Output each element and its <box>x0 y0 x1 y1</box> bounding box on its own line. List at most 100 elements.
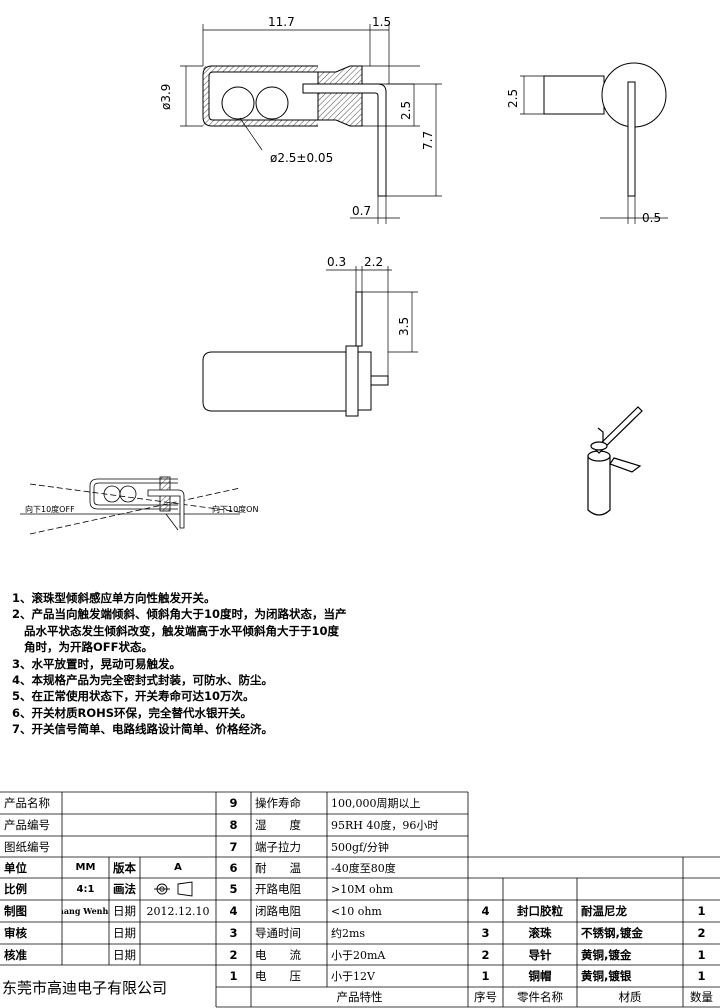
tilt-off-label: 向下10度OFF <box>25 504 75 514</box>
char-row-no: 1 <box>229 969 238 983</box>
part-row-no: 2 <box>481 947 490 962</box>
bottom-view <box>202 291 389 417</box>
note-line: 2、产品当向触发端倾斜、倾斜角大于10度时，为闭路状态，当产 <box>12 607 347 622</box>
note-line: 6、开关材质ROHS环保，完全替代水银开关。 <box>12 705 253 720</box>
part-row-qty: 1 <box>697 904 706 918</box>
scale-label: 比例 <box>4 882 27 896</box>
unit-label: 单位 <box>4 860 27 875</box>
char-row-value: 小于20mA <box>331 948 386 962</box>
note-line: 角时，为开路OFF状态。 <box>12 640 153 655</box>
table-grid <box>0 791 720 1008</box>
char-row-no: 9 <box>229 796 238 810</box>
bottom-dimensions <box>326 266 418 376</box>
product-no-label: 产品编号 <box>4 818 50 832</box>
review-label: 审核 <box>4 926 27 940</box>
char-row-value: 95RH 40度，96小时 <box>331 819 439 832</box>
notes: 1、滚珠型倾斜感应单方向性触发开关。 2、产品当向触发端倾斜、倾斜角大于10度时… <box>12 590 432 738</box>
drawing-no-label: 图纸编号 <box>4 839 50 854</box>
part-row-material: 耐温尼龙 <box>581 904 627 918</box>
isometric-view <box>587 406 643 516</box>
review-date-label: 日期 <box>113 926 136 940</box>
version-value: A <box>174 862 182 873</box>
char-row-no: 8 <box>229 818 238 832</box>
part-row-material: 黄铜,镀金 <box>581 947 632 962</box>
dim-3-5: 3.5 <box>397 317 411 336</box>
dim-0-7: 0.7 <box>352 204 371 218</box>
drawn-value: Zhang Wenhao <box>62 906 109 916</box>
method-label: 画法 <box>113 882 136 896</box>
dim-0-5: 0.5 <box>642 211 661 225</box>
char-row-name: 湿 度 <box>255 818 301 832</box>
note-line: 5、在正常使用状态下，开关寿命可达10万次。 <box>12 689 255 704</box>
parts-header-qty: 数量 <box>690 990 713 1004</box>
char-row-no: 5 <box>229 882 238 896</box>
drawn-label: 制图 <box>4 904 27 918</box>
parts-header-material: 材质 <box>618 990 642 1004</box>
dim-phi-2-5: ø2.5±0.05 <box>270 151 333 165</box>
char-row-value: -40度至80度 <box>331 861 396 875</box>
section-view <box>202 65 387 197</box>
note-line: 1、滚珠型倾斜感应单方向性触发开关。 <box>12 591 216 605</box>
char-row-value: 小于12V <box>331 970 375 983</box>
char-row-value: 100,000周期以上 <box>331 797 421 810</box>
dim-0-3: 0.3 <box>327 255 346 269</box>
section-dimensions <box>180 24 442 224</box>
char-row-value: 约2ms <box>331 927 366 940</box>
dim-1-5: 1.5 <box>372 15 391 29</box>
part-row-no: 4 <box>481 904 490 918</box>
char-row-name: 操作寿命 <box>255 796 301 810</box>
char-row-name: 电 压 <box>255 969 301 983</box>
approve-label: 核准 <box>4 947 27 962</box>
part-row-name: 滚珠 <box>528 926 552 940</box>
dim-2-5-b: 2.5 <box>506 89 520 108</box>
part-row-no: 1 <box>481 969 490 983</box>
tilt-diagram <box>20 476 241 535</box>
end-view <box>520 62 668 224</box>
product-name-label: 产品名称 <box>4 796 50 810</box>
part-row-qty: 2 <box>697 926 706 940</box>
company-name: 东莞市高迪电子有限公司 <box>2 979 168 997</box>
characteristics-footer: 产品特性 <box>336 990 383 1004</box>
part-row-name: 铜帽 <box>528 969 552 983</box>
note-line: 3、水平放置时，晃动可易触发。 <box>12 656 181 671</box>
char-row-no: 3 <box>229 926 238 940</box>
part-row-qty: 1 <box>697 969 706 983</box>
parts-header-no: 序号 <box>474 990 497 1004</box>
scale-value: 4:1 <box>76 883 95 895</box>
version-label: 版本 <box>113 860 136 875</box>
part-row-qty: 1 <box>697 947 706 962</box>
unit-value: MM <box>75 862 96 873</box>
date-value: 2012.12.10 <box>146 904 210 918</box>
tilt-on-label: 向下10度ON <box>212 504 258 514</box>
note-line: 7、开关信号简单、电路线路设计简单、价格经济。 <box>12 722 273 737</box>
dim-11-7: 11.7 <box>268 15 295 29</box>
part-row-material: 黄铜,镀银 <box>581 969 632 983</box>
note-line: 4、本规格产品为完全密封式封装，可防水、防尘。 <box>12 673 273 688</box>
part-row-name: 导针 <box>528 947 552 962</box>
dim-2-2: 2.2 <box>364 255 383 269</box>
dim-phi-3-9: ø3.9 <box>159 84 173 110</box>
approve-date-label: 日期 <box>113 947 136 962</box>
char-row-value: <10 ohm <box>331 904 382 918</box>
char-row-name: 电 流 <box>255 947 301 962</box>
char-row-no: 6 <box>229 860 238 875</box>
dim-7-7: 7.7 <box>421 131 435 150</box>
char-row-name: 闭路电阻 <box>255 904 301 918</box>
char-row-no: 4 <box>229 904 238 918</box>
char-row-name: 端子拉力 <box>255 839 301 854</box>
char-row-name: 耐 温 <box>255 860 301 875</box>
char-row-no: 2 <box>229 947 238 962</box>
parts-header-name: 零件名称 <box>517 990 563 1004</box>
part-row-material: 不锈钢,镀金 <box>581 926 643 940</box>
char-row-name: 导通时间 <box>255 926 301 940</box>
char-row-value: 500gf/分钟 <box>331 840 389 854</box>
date-label: 日期 <box>113 904 136 918</box>
note-line: 品水平状态发生倾斜改变，触发端高于水平倾斜角大于于10度 <box>12 623 340 638</box>
char-row-no: 7 <box>229 839 238 854</box>
part-row-name: 封口胶粒 <box>517 904 563 918</box>
part-row-no: 3 <box>481 926 490 940</box>
projection-symbol-icon <box>154 881 193 897</box>
char-row-value: >10M ohm <box>331 882 394 896</box>
char-row-name: 开路电阻 <box>255 882 301 896</box>
